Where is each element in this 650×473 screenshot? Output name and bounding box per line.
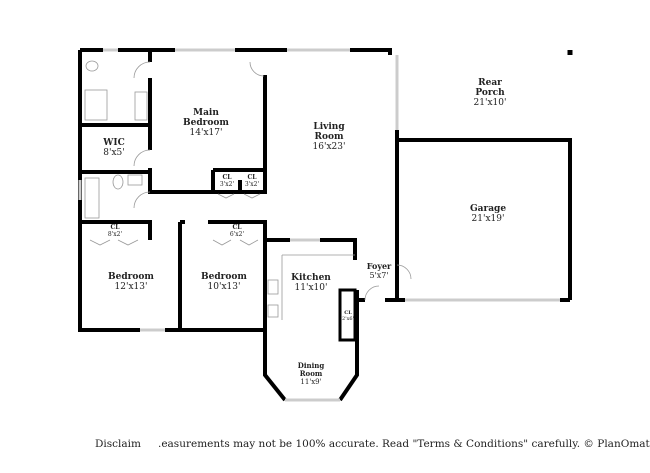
room-name: Room [299, 369, 323, 378]
room-name: Bedroom [183, 118, 229, 128]
room-dims: 10'x13' [207, 282, 241, 292]
room-name: Rear [478, 78, 502, 88]
room-name: Living [313, 122, 345, 132]
disclaimer-left: Disclaim [95, 438, 141, 450]
room-name: WIC [103, 138, 125, 148]
closet-dims: 3'x2' [219, 181, 235, 188]
closet-dims: 8'x2' [107, 231, 123, 238]
closet-dims: 3'x2' [244, 181, 260, 188]
room-dims: 5'x7' [369, 271, 389, 280]
room-name: Bedroom [201, 272, 247, 282]
room-name: Dining [297, 361, 325, 370]
walls [78, 48, 573, 402]
room-name: Kitchen [291, 273, 331, 283]
closet-dims: 2'x6' [342, 316, 354, 322]
room-dims: 11'x10' [294, 283, 328, 293]
room-dims: 16'x23' [312, 142, 346, 152]
room-dims: 8'x5' [103, 148, 125, 158]
room-dims: 14'x17' [189, 128, 223, 138]
closet-name: CL [110, 224, 120, 231]
room-name: Porch [475, 88, 505, 98]
fixtures [84, 60, 412, 320]
closet-name: CL [222, 174, 232, 181]
room-name: Room [314, 132, 344, 142]
closet-name: CL [344, 310, 352, 316]
room-dims: 12'x13' [114, 282, 148, 292]
closet-name: CL [232, 224, 242, 231]
windows [78, 48, 560, 402]
room-dims: 11'x9' [300, 378, 322, 386]
closet-name: CL [247, 174, 257, 181]
room-name: Main [193, 108, 219, 118]
closet-dims: 6'x2' [229, 231, 245, 238]
room-dims: 21'x19' [471, 214, 505, 224]
room-name: Bedroom [108, 272, 154, 282]
room-name: Foyer [366, 261, 392, 271]
room-dims: 21'x10' [473, 98, 507, 108]
disclaimer-right: .easurements may not be 100% accurate. R… [158, 438, 650, 450]
room-name: Garage [469, 204, 507, 214]
